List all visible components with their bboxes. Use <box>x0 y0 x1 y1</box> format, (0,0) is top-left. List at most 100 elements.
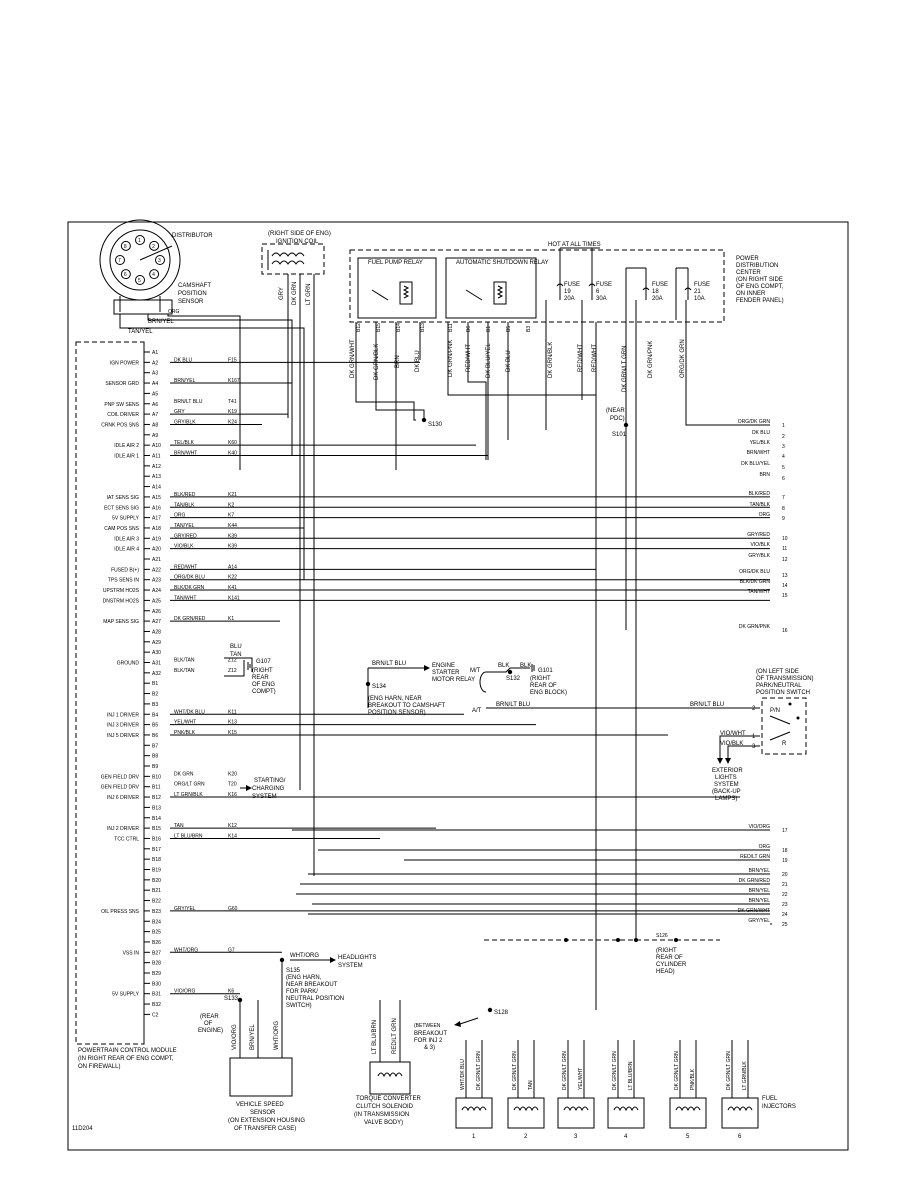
asd-relay-label: AUTOMATIC SHUTDOWN RELAY <box>456 260 549 266</box>
connector-pin: 18 <box>782 848 788 854</box>
pcm-pin: B23 <box>152 909 161 915</box>
svg-text:VIO/ORG: VIO/ORG <box>232 1024 238 1050</box>
pcm-pin-function: GROUND <box>117 661 140 667</box>
svg-text:(RIGHT: (RIGHT <box>656 948 677 954</box>
pcm-pin: B15 <box>152 826 161 832</box>
connector-wire-color: YEL/BLK <box>750 440 771 446</box>
connector-wire-color: BRN/WHT <box>747 450 770 456</box>
connector-pin: 10 <box>782 536 788 542</box>
svg-text:DK GRN/WHT: DK GRN/WHT <box>350 339 356 378</box>
pcm-wire-circuit: K40 <box>228 451 237 457</box>
pcm-pin: A7 <box>152 412 158 418</box>
fuel-injector <box>507 1097 545 1129</box>
svg-text:LAMPS): LAMPS) <box>715 796 737 802</box>
svg-text:RED/WHT: RED/WHT <box>466 344 472 372</box>
pcm-pin: B20 <box>152 878 161 884</box>
pcm-wire-color: VIO/BLK <box>174 544 194 550</box>
pcm-wire-circuit: K2 <box>228 502 234 508</box>
splice-s134: S134 <box>372 684 387 690</box>
vehicle-speed-sensor: VIO/ORG BRN/YEL WHT/ORG VEHICLE SPEED SE… <box>228 960 305 1132</box>
svg-text:COMPT): COMPT) <box>252 689 276 695</box>
pcm-wire-circuit: K14 <box>228 833 237 839</box>
pcm-pin-function: IGN POWER <box>110 360 140 366</box>
dist-terminal-num: 1 <box>138 238 141 244</box>
connector-wire-color: GRY/YEL <box>748 918 770 924</box>
hot-at-all-times: HOT AT ALL TIMES <box>548 242 601 248</box>
injector-wire: YEL/WHT <box>578 1068 584 1090</box>
svg-text:B13: B13 <box>420 323 426 332</box>
injector-num: 2 <box>524 1134 528 1140</box>
pcm-wire-circuit: K39 <box>228 533 237 539</box>
svg-text:BLK: BLK <box>520 663 531 669</box>
svg-text:SENSOR: SENSOR <box>250 1110 276 1116</box>
pcm-pin: B29 <box>152 971 161 977</box>
pcm-pin: A24 <box>152 588 161 594</box>
pcm-pin: B1 <box>152 681 158 687</box>
ignition-coil: (RIGHT SIDE OF ENG) IGNITION COIL <box>261 231 331 275</box>
pcm-pin-function: INJ 1 DRIVER <box>107 712 139 718</box>
connector-pin: 9 <box>782 516 785 522</box>
cmp-sensor-label-3: SENSOR <box>178 299 204 305</box>
pcm-wire-circuit: K11 <box>228 709 237 715</box>
svg-text:STARTING/: STARTING/ <box>254 778 286 784</box>
pcm-pin: A3 <box>152 371 158 377</box>
splice-s135: S135 <box>286 968 301 974</box>
injector-wire: DK GRN/LT GRN <box>612 1051 618 1090</box>
pcm-wire-color: WHT/DK BLU <box>174 709 205 715</box>
svg-text:ENG BLOCK): ENG BLOCK) <box>530 690 567 696</box>
pcm-pin: A20 <box>152 547 161 553</box>
pcm-pin: B14 <box>152 816 161 822</box>
svg-text:RED/LT GRN: RED/LT GRN <box>392 1018 398 1054</box>
pcm-pin-function: IDLE AIR 2 <box>114 443 139 449</box>
pcm-pin-function: IDLE AIR 3 <box>114 536 139 542</box>
pdc-label-7: FENDER PANEL) <box>736 298 784 304</box>
svg-text:HEAD): HEAD) <box>656 969 675 975</box>
pcm-wire-circuit: K21 <box>228 492 237 498</box>
pcm-wire-color: BLK/DK GRN <box>174 585 205 591</box>
pcm-wire-color: GRY <box>174 409 185 415</box>
pcm-wire-circuit: T20 <box>228 782 237 788</box>
dist-terminal-num: 2 <box>152 244 155 250</box>
ground-g107-label: G107 <box>256 659 271 665</box>
pcm-wire-circuit: K13 <box>228 720 237 726</box>
svg-text:B12: B12 <box>356 323 362 332</box>
pcm-wire-circuit: K12 <box>228 823 237 829</box>
svg-text:(ENG HARN,: (ENG HARN, <box>286 975 322 981</box>
ground-g101: G101 <box>538 668 553 674</box>
connector-pin: 14 <box>782 583 788 589</box>
pcm-pin-function: IDLE AIR 1 <box>114 454 139 460</box>
svg-text:TORQUE CONVERTER: TORQUE CONVERTER <box>356 1096 421 1102</box>
connector-pin: 17 <box>782 828 788 834</box>
svg-text:B3: B3 <box>526 326 532 332</box>
pcm-wire-circuit: K44 <box>228 523 237 529</box>
pcm-pin: A12 <box>152 464 161 470</box>
pcm-pin-function: TCC CTRL <box>114 836 139 842</box>
pcm-pin-function: PNP SW SENS <box>104 402 139 408</box>
svg-text:& 3): & 3) <box>424 1045 435 1051</box>
pcm-wire-circuit: Z12 <box>228 668 237 674</box>
pcm-pin: B11 <box>152 785 161 791</box>
dist-terminal <box>120 240 131 251</box>
pcm-pin: B13 <box>152 805 161 811</box>
svg-text:DK GRN/BLK: DK GRN/BLK <box>374 344 380 380</box>
dist-terminal-num: 6 <box>124 272 127 278</box>
svg-text:30A: 30A <box>596 296 607 302</box>
pcm-pin: B16 <box>152 836 161 842</box>
svg-text:REAR: REAR <box>252 675 269 681</box>
pdc-label-6: ON INNER <box>736 291 766 297</box>
connector-wire-color: DK BLU <box>752 430 770 436</box>
pcm-wire-circuit: K15 <box>228 730 237 736</box>
fuel-injector <box>607 1097 645 1129</box>
dist-terminal-num: 7 <box>118 258 121 264</box>
connector-pin: 13 <box>782 573 788 579</box>
pcm-wire-color: RED/WHT <box>174 564 197 570</box>
pcm-wire-circuit: F15 <box>228 357 237 363</box>
svg-text:BREAKOUT TO CAMSHAFT: BREAKOUT TO CAMSHAFT <box>368 703 446 709</box>
svg-text:OF TRANSFER CASE): OF TRANSFER CASE) <box>234 1126 296 1132</box>
connector-wire-color: ORG/DK BLU <box>739 569 770 575</box>
pcm-wire-color: VIO/ORG <box>174 989 196 995</box>
svg-text:FUEL: FUEL <box>762 1096 778 1102</box>
dist-terminal-num: 3 <box>158 258 161 264</box>
svg-text:VIO/WHT: VIO/WHT <box>720 731 746 737</box>
